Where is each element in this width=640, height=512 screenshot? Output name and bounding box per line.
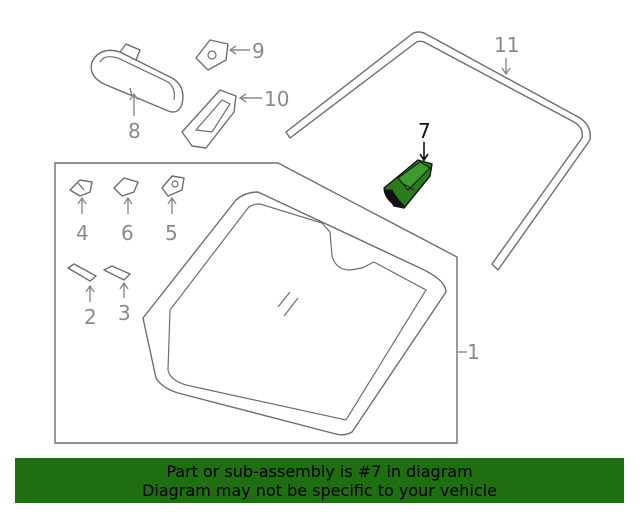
part-8-rearview-mirror: [90, 43, 184, 113]
banner-line-2: Diagram may not be specific to your vehi…: [142, 480, 497, 500]
callout-6: 6: [121, 221, 134, 245]
part-10-cover: [181, 89, 237, 149]
callout-10: 10: [264, 87, 289, 111]
windshield-glass: [142, 191, 447, 436]
leader-2: [85, 284, 95, 302]
leader-3: [119, 281, 129, 298]
callout-7: 7: [418, 119, 431, 143]
part-3-strip: [103, 265, 131, 281]
leader-11: [501, 58, 511, 76]
callout-2: 2: [84, 305, 97, 329]
leader-9: [228, 45, 250, 55]
part-7-sensor-highlighted: [383, 159, 433, 209]
part-6-clip: [113, 177, 139, 197]
callout-5: 5: [165, 221, 178, 245]
part-4-clip: [69, 179, 93, 197]
part-5-clip: [161, 175, 185, 197]
leader-10: [238, 93, 262, 103]
leader-4: [77, 196, 87, 214]
part-2-strip: [67, 263, 97, 282]
parts-diagram: 1 4 6 5 2 3 8 9 1: [54, 31, 591, 444]
callout-11: 11: [494, 33, 519, 57]
leader-6: [123, 196, 133, 214]
callout-8: 8: [128, 119, 141, 143]
callout-4: 4: [76, 221, 89, 245]
leader-7: [419, 142, 429, 162]
callout-3: 3: [118, 301, 131, 325]
part-9-bracket: [195, 39, 229, 71]
callout-9: 9: [252, 39, 265, 63]
info-banner: Part or sub-assembly is #7 in diagram Di…: [15, 458, 624, 503]
leader-5: [167, 196, 177, 214]
leader-8: [129, 92, 139, 116]
part-11-molding: [285, 31, 591, 271]
banner-line-1: Part or sub-assembly is #7 in diagram: [166, 461, 473, 481]
callout-1: 1: [467, 340, 480, 364]
